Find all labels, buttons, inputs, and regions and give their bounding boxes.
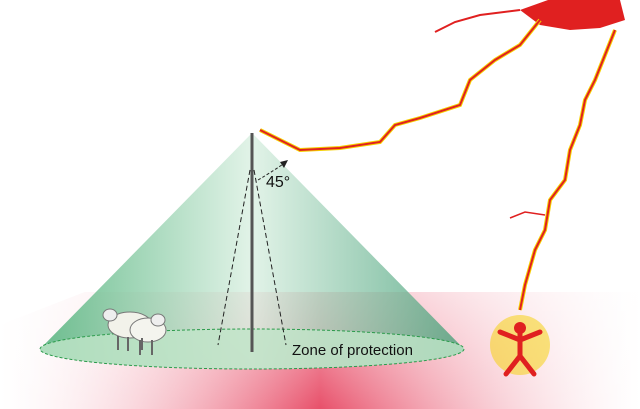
lightning-bolt-to-rod-core xyxy=(259,19,541,152)
lightning-bolt-to-person-core xyxy=(519,29,616,311)
struck-person xyxy=(490,315,550,377)
angle-label: 45° xyxy=(266,174,291,191)
angle-arrowhead xyxy=(280,160,288,168)
guy-wire-left xyxy=(217,169,251,346)
storm-cloud xyxy=(520,0,625,30)
zone-of-protection-label: Zone of protection xyxy=(292,342,413,359)
lightning-branch-side xyxy=(509,211,546,219)
lightning-branch-top xyxy=(434,9,521,33)
guy-wire-right xyxy=(253,169,287,346)
lightning-bolt-to-rod xyxy=(259,18,542,153)
sheep-flock xyxy=(102,308,167,355)
